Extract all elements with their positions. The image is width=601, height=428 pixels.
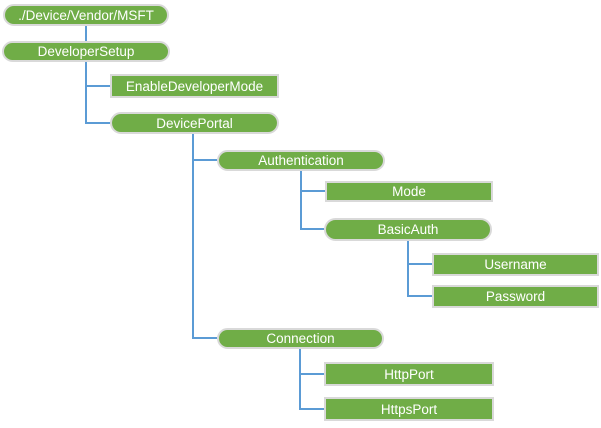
connector-connection-spine [299, 349, 301, 410]
node-deviceportal: DevicePortal [110, 112, 279, 134]
connector-developersetup-spine [85, 62, 87, 124]
node-basicauth: BasicAuth [324, 218, 492, 241]
node-developersetup: DeveloperSetup [2, 41, 170, 62]
connector-basicauth-spine [407, 241, 409, 297]
connector-deviceportal-spine [192, 134, 194, 339]
node-httpsport: HttpsPort [324, 397, 494, 421]
connector-branch-httpport [301, 373, 324, 375]
node-enabledevelopermode: EnableDeveloperMode [110, 74, 279, 98]
connector-branch-basicauth [302, 228, 324, 230]
connector-branch-username [409, 263, 432, 265]
node-httpport: HttpPort [324, 362, 494, 386]
node-authentication: Authentication [217, 150, 385, 171]
connector-branch-mode [302, 190, 325, 192]
connector-branch-httpsport [301, 408, 324, 410]
connector-branch-enabledevelopermode [87, 85, 110, 87]
connector-branch-password [409, 295, 432, 297]
connector-root-developersetup [85, 26, 87, 42]
node-password: Password [432, 285, 599, 308]
connector-authentication-spine [300, 171, 302, 230]
connector-branch-authentication [194, 159, 217, 161]
node-device-vendor-msft: ./Device/Vendor/MSFT [3, 4, 169, 26]
connector-branch-connection [194, 337, 217, 339]
node-connection: Connection [217, 328, 384, 349]
node-username: Username [432, 253, 599, 276]
connector-branch-deviceportal [87, 122, 110, 124]
node-mode: Mode [325, 181, 493, 202]
